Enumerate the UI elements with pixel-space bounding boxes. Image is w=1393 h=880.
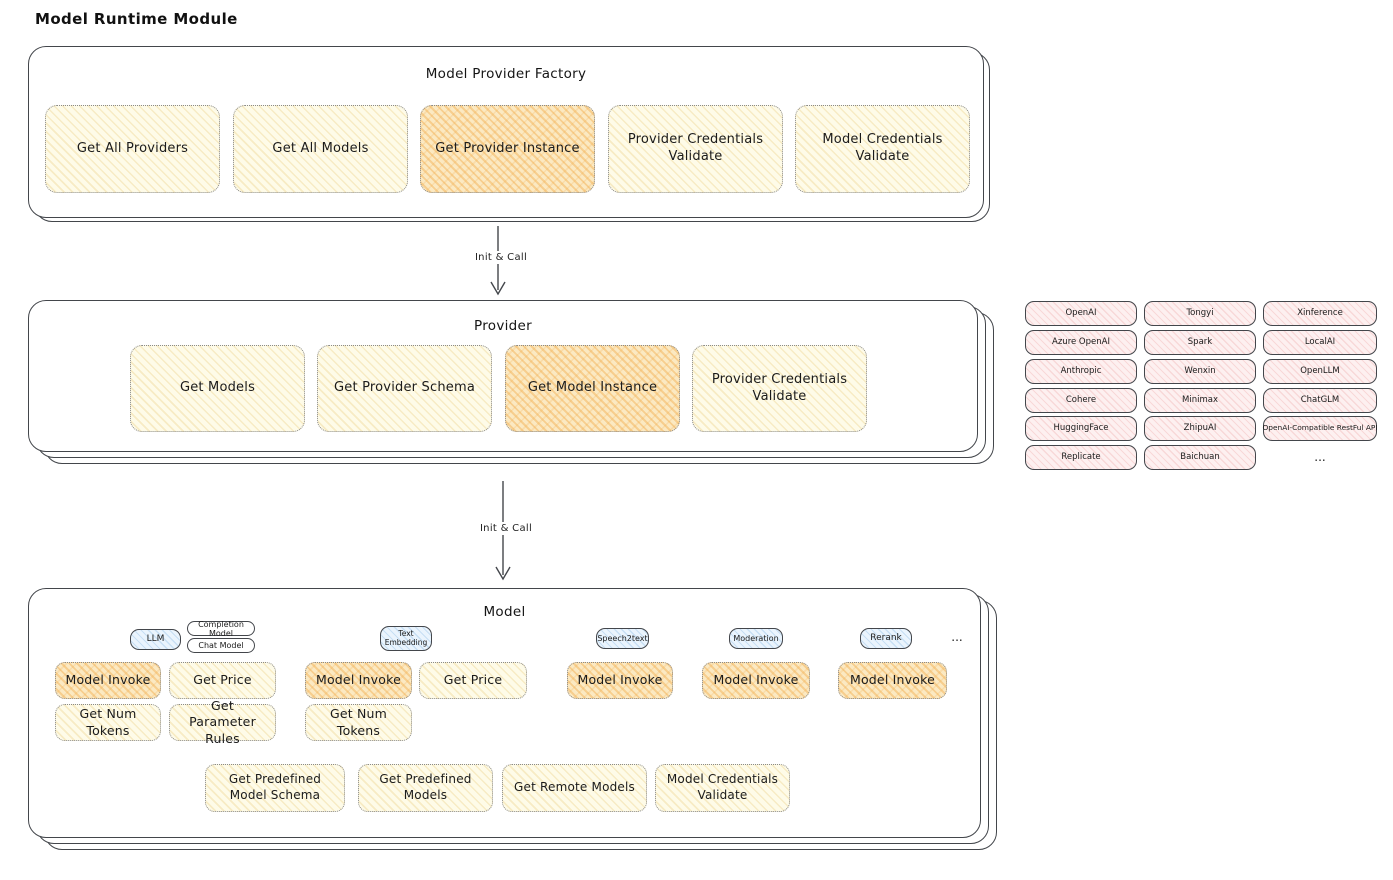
factory-button-get-all-providers: Get All Providers <box>45 105 220 193</box>
provider-chip-spark: Spark <box>1144 330 1256 355</box>
tab-rerank: Rerank <box>860 628 912 649</box>
provider-chip-xinference: Xinference <box>1263 301 1377 326</box>
embedding-button-get-price: Get Price <box>419 662 527 699</box>
embedding-button-get-num-tokens: Get Num Tokens <box>305 704 412 741</box>
provider-title: Provider <box>474 318 532 334</box>
tab-moderation: Moderation <box>729 628 783 649</box>
provider-chip-localai: LocalAI <box>1263 330 1377 355</box>
provider-chip-openllm: OpenLLM <box>1263 359 1377 384</box>
model-button-get-predefined-model-schema: Get Predefined Model Schema <box>205 764 345 812</box>
page-title: Model Runtime Module <box>35 10 238 28</box>
model-button-model-credentials-validate: Model Credentials Validate <box>655 764 790 812</box>
provider-chip-baichuan: Baichuan <box>1144 445 1256 470</box>
moderation-button-model-invoke: Model Invoke <box>702 662 810 699</box>
model-button-get-predefined-models: Get Predefined Models <box>358 764 493 812</box>
provider-button-provider-credentials-validate: Provider Credentials Validate <box>692 345 867 432</box>
provider-chip-anthropic: Anthropic <box>1025 359 1137 384</box>
llm-button-get-parameter-rules: Get Parameter Rules <box>169 698 276 746</box>
arrow-label-init-call-1: Init & Call <box>458 251 544 264</box>
tab-chat-model: Chat Model <box>187 638 255 653</box>
factory-button-provider-credentials-validate: Provider Credentials Validate <box>608 105 783 193</box>
provider-button-get-models: Get Models <box>130 345 305 432</box>
model-button-get-remote-models: Get Remote Models <box>502 764 647 812</box>
provider-button-get-model-instance: Get Model Instance <box>505 345 680 432</box>
provider-chip-minimax: Minimax <box>1144 388 1256 413</box>
providers-more-ellipsis: ... <box>1314 450 1326 464</box>
rerank-button-model-invoke: Model Invoke <box>838 662 947 699</box>
provider-chip-wenxin: Wenxin <box>1144 359 1256 384</box>
factory-title: Model Provider Factory <box>425 66 587 82</box>
provider-chip-chatglm: ChatGLM <box>1263 388 1377 413</box>
provider-chip-openai-compatible: OpenAI-Compatible RestFul API <box>1262 416 1378 441</box>
tab-llm: LLM <box>130 629 181 650</box>
provider-chip-cohere: Cohere <box>1025 388 1137 413</box>
llm-button-get-price: Get Price <box>169 662 276 699</box>
factory-button-get-provider-instance: Get Provider Instance <box>420 105 595 193</box>
llm-button-model-invoke: Model Invoke <box>55 662 161 699</box>
factory-button-get-all-models: Get All Models <box>233 105 408 193</box>
tab-completion-model: Completion Model <box>187 620 255 638</box>
provider-chip-huggingface: HuggingFace <box>1025 416 1137 441</box>
embedding-button-model-invoke: Model Invoke <box>305 662 412 699</box>
speech2text-button-model-invoke: Model Invoke <box>567 662 673 699</box>
provider-chip-tongyi: Tongyi <box>1144 301 1256 326</box>
tabs-more-ellipsis: ... <box>951 630 963 644</box>
arrow-label-init-call-2: Init & Call <box>463 522 549 535</box>
provider-chip-azure-openai: Azure OpenAI <box>1025 330 1137 355</box>
provider-chip-zhipuai: ZhipuAI <box>1144 416 1256 441</box>
factory-button-model-credentials-validate: Model Credentials Validate <box>795 105 970 193</box>
provider-button-get-provider-schema: Get Provider Schema <box>317 345 492 432</box>
model-title: Model <box>483 604 526 620</box>
provider-chip-replicate: Replicate <box>1025 445 1137 470</box>
tab-text-embedding: Text Embedding <box>380 626 432 651</box>
provider-chip-openai: OpenAI <box>1025 301 1137 326</box>
tab-speech2text: Speech2text <box>596 628 649 649</box>
llm-button-get-num-tokens: Get Num Tokens <box>55 704 161 741</box>
